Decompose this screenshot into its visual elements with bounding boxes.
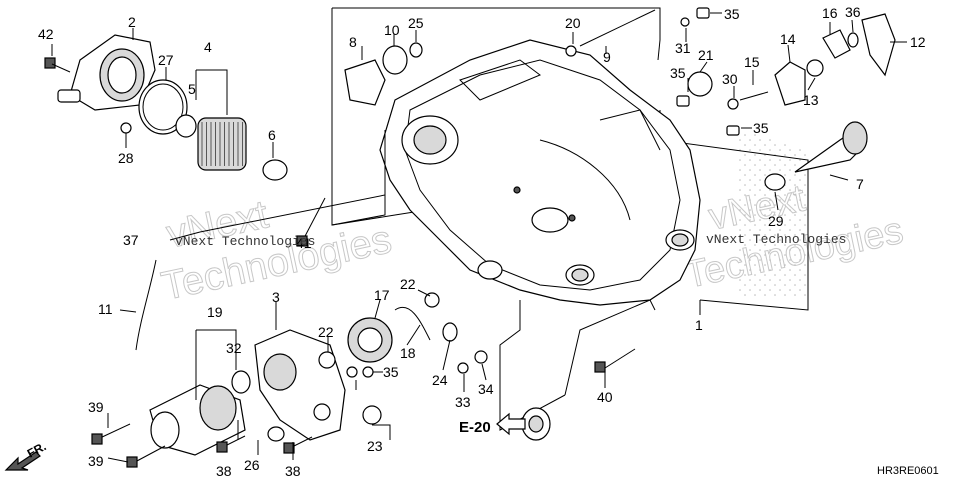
callout-label: 27 (158, 52, 174, 68)
bolt-38b (291, 436, 313, 448)
bolt-42 (44, 57, 71, 73)
callout-label: 39 (88, 453, 104, 469)
gear-17 (347, 317, 393, 363)
callout-label: 9 (603, 49, 611, 65)
callout-label: 5 (188, 81, 196, 97)
callout-label: 35 (753, 120, 769, 136)
callout-label: 13 (803, 92, 819, 108)
watermark-outline-text-right-1: vNext (705, 177, 809, 238)
callout-label: 26 (244, 457, 260, 473)
reference-arrow (496, 412, 526, 436)
callout-label: 31 (675, 40, 691, 56)
callout-label: 7 (856, 176, 864, 192)
callout-label: 1 (695, 317, 703, 333)
callout-label: 30 (722, 71, 738, 87)
bolt-38a (224, 435, 246, 447)
callout-label: 22 (400, 276, 416, 292)
starter-motor (149, 384, 246, 456)
seal-26 (267, 426, 285, 442)
bolt-39b (134, 445, 166, 463)
diagram-code: HR3RE0601 (877, 465, 939, 477)
callout-label: 21 (698, 47, 714, 63)
callout-label: 14 (780, 31, 796, 47)
front-arrow (4, 451, 41, 471)
callout-labels: 1 2 3 4 5 6 7 8 9 10 11 12 13 14 15 16 1… (38, 4, 926, 479)
callout-label: 23 (367, 438, 383, 454)
callout-label: 35 (383, 364, 399, 380)
callout-label: 24 (432, 372, 448, 388)
bearing-24 (442, 322, 458, 342)
top-center-parts (344, 42, 423, 106)
callout-label: 3 (272, 289, 280, 305)
oil-filter (175, 114, 288, 181)
filter-cover (57, 34, 156, 111)
bolt-39a (99, 423, 131, 439)
callout-label: 28 (118, 150, 134, 166)
callout-label: 38 (216, 463, 232, 479)
bearing-23 (362, 405, 382, 425)
right-parts (565, 7, 896, 191)
callout-label: 11 (98, 301, 113, 317)
watermark-text-right: vNext Technologies (706, 232, 846, 247)
crankcase-cover (379, 39, 701, 306)
pump-cover (254, 329, 346, 441)
callout-label: 4 (204, 39, 212, 55)
bolt-40 (604, 348, 636, 369)
bearing-22a (318, 351, 336, 369)
tube-11 (135, 259, 157, 351)
callout-label: 41 (296, 235, 312, 251)
callout-label: 35 (724, 6, 740, 22)
callout-label: 8 (349, 34, 357, 50)
washer-33 (457, 362, 469, 374)
callout-label: 39 (88, 399, 104, 415)
callout-label: 18 (400, 345, 416, 361)
callout-label: 36 (845, 4, 861, 20)
callout-label: 25 (408, 15, 424, 31)
callout-label: 38 (285, 463, 301, 479)
watermark-text-left: vNext Technologies (175, 234, 315, 249)
bearing-22b (424, 292, 440, 308)
o-ring-32 (231, 370, 251, 394)
chain-18 (394, 307, 431, 341)
callout-label: 6 (268, 127, 276, 143)
callout-label: 17 (374, 287, 390, 303)
callout-label: 22 (318, 324, 334, 340)
callout-label: 40 (597, 389, 613, 405)
callout-label: 10 (384, 22, 400, 38)
callout-label: 33 (455, 394, 471, 410)
callout-label: 35 (670, 65, 686, 81)
callout-label: 37 (123, 232, 139, 248)
callout-label: 34 (478, 381, 494, 397)
dowel-35a (346, 366, 358, 378)
callout-label: 29 (768, 213, 784, 229)
callout-label: 20 (565, 15, 581, 31)
callout-label: 15 (744, 54, 760, 70)
callout-label: 42 (38, 26, 54, 42)
callout-label: 2 (128, 14, 136, 30)
reference-label: E-20 (459, 419, 491, 436)
leader-lines (51, 12, 907, 463)
washer-34 (474, 350, 488, 364)
callout-label: 19 (207, 304, 223, 320)
callout-label: 16 (822, 5, 838, 21)
o-ring-27 (138, 79, 188, 135)
washer-28 (120, 122, 132, 134)
frame-lines (331, 7, 809, 431)
callout-label: 32 (226, 340, 242, 356)
bolt-41 (302, 197, 326, 241)
callout-label: 12 (910, 34, 926, 50)
